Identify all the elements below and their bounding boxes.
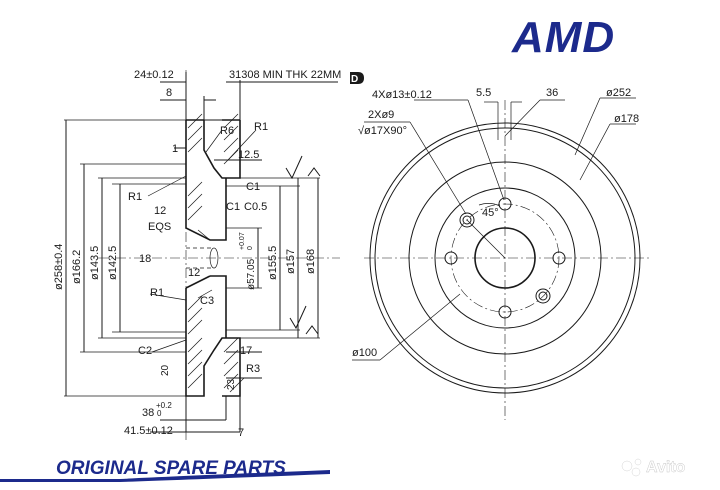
dim-r1-left: R1	[128, 191, 142, 203]
dim-38-tol: +0.2	[156, 401, 172, 410]
front-view: 4Xø13±0.12 2Xø9 √ø17X90° 5.5 36 ø252 ø17…	[352, 87, 650, 420]
section-marker-letter: D	[351, 74, 358, 85]
dim-d100: ø100	[352, 347, 377, 359]
dim-d157: ø157	[285, 249, 297, 274]
section-marker-d: D	[350, 72, 364, 85]
stud-hole	[552, 251, 566, 265]
footer-tagline: ORIGINAL SPARE PARTS	[56, 458, 286, 479]
dim-d168: ø168	[305, 249, 317, 274]
amd-logo: AMD	[511, 13, 615, 62]
dim-eqs: EQS	[148, 221, 171, 233]
watermark-text: Avito	[646, 459, 686, 476]
centre-bore	[474, 227, 536, 289]
outer-circle-d252	[369, 122, 641, 394]
dim-c1-top: C1	[246, 181, 260, 193]
dim-18: 18	[139, 253, 151, 265]
dim-12-bottom: 12	[188, 267, 200, 279]
dim-r1-low: R1	[150, 287, 164, 299]
pcd-circle-d100	[450, 203, 560, 313]
stud-hole	[444, 251, 458, 265]
footer-banner: ORIGINAL SPARE PARTS	[0, 458, 330, 482]
dim-17: 17	[240, 345, 252, 357]
screw-hole	[462, 215, 472, 225]
dim-countersink: √ø17X90°	[358, 125, 407, 137]
dim-holes-4x13: 4Xø13±0.12	[372, 89, 432, 101]
dim-5-5: 5.5	[476, 87, 491, 99]
dim-r3: R3	[246, 363, 260, 375]
dim-7: 7	[238, 427, 244, 439]
dim-23: 23	[226, 378, 237, 390]
dim-12-5: 12.5	[238, 149, 259, 161]
section-view: 24±0.12 8 31308 MIN THK 22MM D R6 R1 1 1…	[53, 69, 364, 440]
stud-hole	[498, 197, 512, 211]
avito-watermark: Avito	[621, 458, 686, 477]
dim-angle-45: 45°	[482, 207, 499, 219]
dim-20: 20	[160, 364, 171, 376]
dim-d155: ø155.5	[267, 246, 279, 280]
dim-c2: C2	[138, 345, 152, 357]
dim-d57-tol2: 0	[247, 246, 254, 250]
dim-r1-top: R1	[254, 121, 268, 133]
dim-d142: ø142.5	[107, 246, 119, 280]
brand-logo-text: AMD	[511, 13, 615, 62]
dim-d178: ø178	[614, 113, 639, 125]
dim-c0-5: C0.5	[244, 201, 267, 213]
screw-hole	[538, 291, 548, 301]
dim-d143: ø143.5	[89, 246, 101, 280]
dim-d166: ø166.2	[71, 250, 83, 284]
dim-d252: ø252	[606, 87, 631, 99]
dim-d57-tol: +0.07	[239, 232, 246, 250]
dim-c3: C3	[200, 295, 214, 307]
dim-36: 36	[546, 87, 558, 99]
friction-circle-d178	[408, 161, 602, 355]
stud-hole	[498, 305, 512, 319]
dim-width-top-sub: 8	[166, 87, 172, 99]
min-thickness-note: 31308 MIN THK 22MM	[229, 69, 341, 81]
dim-d258: ø258±0.4	[53, 244, 65, 290]
dim-one: 1	[172, 143, 178, 155]
dim-38: 38	[142, 407, 154, 419]
dim-r6: R6	[220, 125, 234, 137]
dim-12-top: 12	[154, 205, 166, 217]
dim-width-top: 24±0.12	[134, 69, 174, 81]
dim-d57: ø57.05	[246, 258, 257, 290]
dim-c1-mid: C1	[226, 201, 240, 213]
dim-38-tol2: 0	[157, 409, 162, 418]
dim-holes-2x9: 2Xø9	[368, 109, 394, 121]
dim-41-5: 41.5±0.12	[124, 425, 173, 437]
